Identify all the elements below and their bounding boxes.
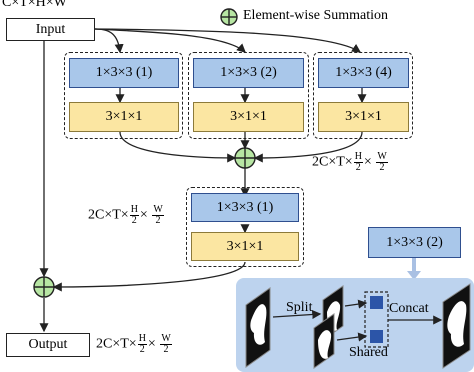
shared-kernel <box>364 291 389 348</box>
middle-temporal-conv[interactable]: 3×1×1 <box>191 232 299 261</box>
split-label: Split <box>286 300 313 315</box>
middle-spatial-conv[interactable]: 1×3×3 (1) <box>191 193 299 222</box>
concat-label: Concat <box>389 301 429 316</box>
output-node[interactable]: Output <box>6 333 90 357</box>
branch-group-2 <box>188 52 309 139</box>
branch-2-temporal-conv[interactable]: 3×1×1 <box>193 102 304 132</box>
branch-1-temporal-conv[interactable]: 3×1×1 <box>69 102 179 132</box>
output-feature-map <box>442 283 471 369</box>
shared-label: Shared <box>349 345 388 360</box>
branch-group-1 <box>64 52 183 139</box>
branch-2-spatial-conv[interactable]: 1×3×3 (2) <box>193 58 304 88</box>
branch-3-temporal-conv[interactable]: 3×1×1 <box>318 102 409 132</box>
middle-block-group <box>186 187 304 267</box>
branch-3-spatial-conv[interactable]: 1×3×3 (4) <box>318 58 409 88</box>
input-node[interactable]: Input <box>6 18 95 41</box>
input-shape-label: C×T×H×W <box>2 0 67 10</box>
dilated-conv-detail-panel <box>236 278 474 372</box>
split-feature-maps <box>313 285 344 369</box>
input-feature-map <box>245 287 271 368</box>
branch-group-3 <box>313 52 413 139</box>
detail-header-conv[interactable]: 1×3×3 (2) <box>368 227 461 258</box>
legend-text: Element-wise Summation <box>243 8 389 23</box>
branch-1-spatial-conv[interactable]: 1×3×3 (1) <box>69 58 179 88</box>
